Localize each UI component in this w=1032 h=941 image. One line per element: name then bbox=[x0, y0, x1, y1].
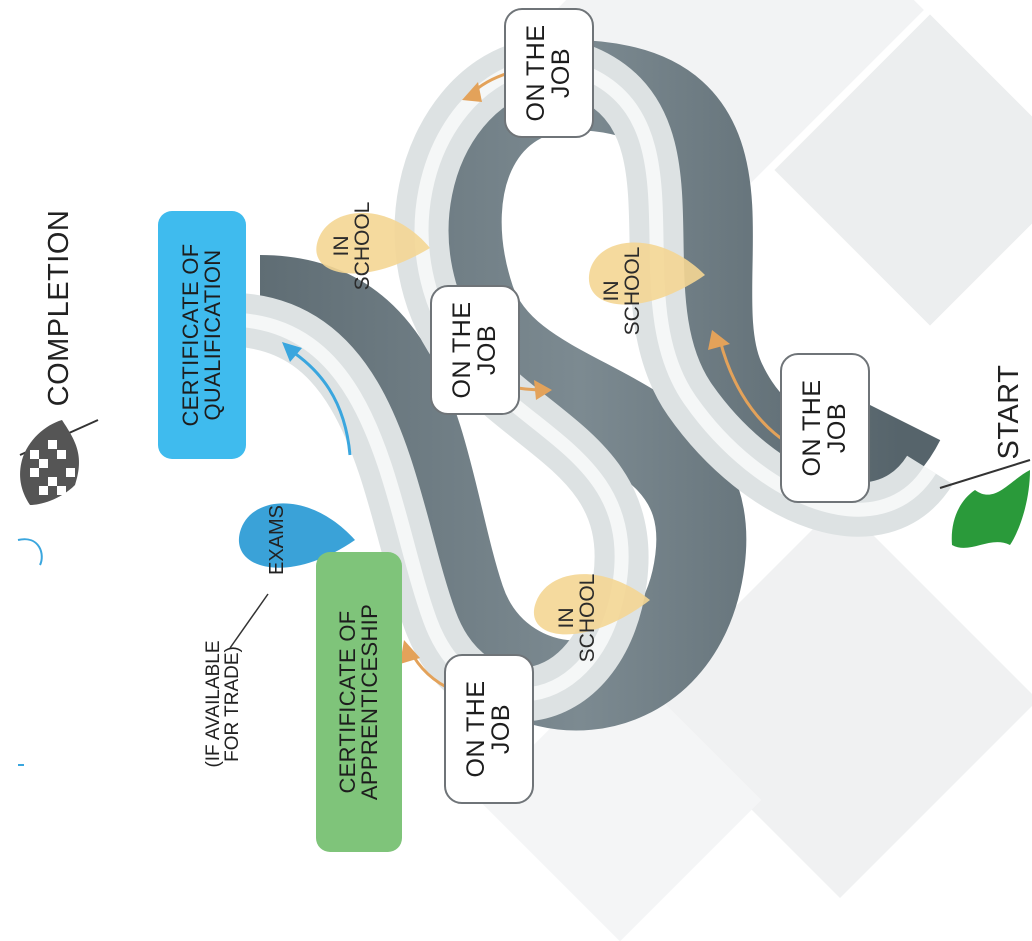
school-drop-middle bbox=[588, 242, 705, 305]
school-drop-bottom bbox=[533, 574, 650, 635]
completion-label: COMPLETION bbox=[40, 203, 80, 413]
exams-note-line1: (IF AVAILABLE bbox=[202, 640, 224, 768]
job-line1: ON THE bbox=[461, 680, 490, 778]
school-line2: SCHOOL bbox=[621, 246, 644, 336]
decorative-curve bbox=[17, 538, 43, 566]
in-school-label-top: IN SCHOOL bbox=[324, 191, 380, 301]
exam-note-connector bbox=[229, 593, 269, 649]
on-the-job-box-start: ON THE JOB bbox=[780, 353, 870, 503]
job-line1: ON THE bbox=[797, 379, 826, 477]
start-label: START bbox=[990, 352, 1030, 472]
job-line1: ON THE bbox=[447, 301, 476, 399]
exam-arrow bbox=[282, 342, 352, 456]
exams-label: EXAMS bbox=[263, 495, 291, 585]
certificate-apprenticeship-badge: CERTIFICATE OF APPRENTICESHIP bbox=[316, 552, 402, 852]
exams-note-line2: FOR TRADE) bbox=[222, 646, 243, 762]
cert-app-line2: APPRENTICESHIP bbox=[357, 603, 382, 801]
completion-text: COMPLETION bbox=[43, 209, 76, 407]
arrow-head bbox=[708, 330, 730, 350]
on-the-job-box-top: ON THE JOB bbox=[504, 8, 594, 138]
school-line2: SCHOOL bbox=[576, 573, 599, 663]
school-line1: IN bbox=[599, 280, 623, 302]
road-highlight bbox=[239, 58, 936, 702]
job-line2: JOB bbox=[547, 47, 575, 99]
arrow-heads bbox=[400, 82, 730, 664]
apprenticeship-pathway-diagram: START COMPLETION CERTIFICATE OF QUALIFIC… bbox=[17, 0, 1032, 941]
job-line2: JOB bbox=[473, 324, 501, 376]
job-line2: JOB bbox=[823, 402, 851, 454]
completion-flag-icon bbox=[19, 419, 99, 505]
exams-note: (IF AVAILABLE FOR TRADE) bbox=[198, 629, 248, 779]
start-text: START bbox=[993, 364, 1026, 460]
job-line2: JOB bbox=[487, 703, 515, 755]
school-line2: SCHOOL bbox=[351, 201, 374, 291]
job-line1: ON THE bbox=[521, 24, 550, 122]
cert-app-line1: CERTIFICATE OF bbox=[334, 610, 360, 794]
in-school-label-bottom: IN SCHOOL bbox=[549, 563, 605, 673]
on-the-job-box-bottom: ON THE JOB bbox=[444, 654, 534, 804]
certificate-qualification-badge: CERTIFICATE OF QUALIFICATION bbox=[158, 211, 246, 459]
arrow-head bbox=[534, 380, 552, 400]
exam-drop bbox=[238, 503, 355, 568]
school-line1: IN bbox=[329, 235, 353, 257]
cert-qual-line2: QUALIFICATION bbox=[200, 249, 225, 421]
school-line1: IN bbox=[554, 607, 578, 629]
arrow-head bbox=[400, 640, 420, 664]
on-the-job-box-middle: ON THE JOB bbox=[430, 285, 520, 415]
exams-text: EXAMS bbox=[265, 504, 288, 576]
cert-qual-line1: CERTIFICATE OF bbox=[177, 243, 203, 427]
school-drop-top bbox=[316, 212, 430, 274]
start-flag-icon bbox=[939, 459, 1031, 548]
arrow-head bbox=[462, 82, 482, 102]
in-school-label-middle: IN SCHOOL bbox=[594, 236, 650, 346]
